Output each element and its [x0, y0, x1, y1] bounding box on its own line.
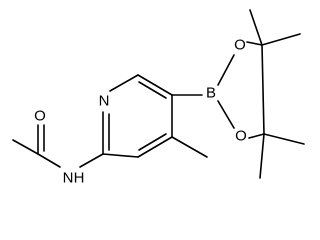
bond-n-ring: [79, 153, 104, 168]
bond-carbonyl-n: [37, 153, 61, 168]
bond-c-c-ring: [261, 44, 265, 135]
atom-oxygen-carbonyl: O: [34, 108, 46, 125]
bond-methyl-1: [249, 9, 263, 46]
bond-ring-methyl: [171, 136, 208, 158]
bond-n1-c6: [109, 74, 139, 92]
atom-labels: O N H N B O O: [34, 37, 247, 187]
bond-b-o-top: [217, 54, 235, 86]
atom-hydrogen-amide: H: [74, 170, 85, 187]
bond-c4-c3-inner: [138, 133, 167, 151]
bond-o-top-c: [246, 41, 263, 46]
bond-c6-c5: [137, 74, 173, 96]
bond-c6-c5-inner: [138, 81, 167, 99]
bond-methyl-2: [261, 33, 301, 46]
bond-methyl-4: [259, 133, 265, 179]
bond-c3-c2: [102, 153, 139, 158]
bond-o-bottom-c: [248, 133, 265, 139]
molecule-structure: O N H N B O O: [12, 9, 305, 187]
bond-methyl-carbonyl: [12, 139, 39, 155]
bond-c4-c3: [137, 136, 173, 158]
bond-methyl-3: [263, 133, 305, 145]
atom-nitrogen-amide: N: [63, 170, 74, 187]
atom-nitrogen-ring: N: [99, 93, 110, 110]
atom-oxygen-ring-bottom: O: [235, 128, 247, 145]
atom-boron: B: [206, 85, 216, 102]
atom-oxygen-ring-top: O: [234, 37, 246, 54]
bond-b-o-bottom: [217, 100, 235, 129]
bonds: [12, 9, 305, 179]
